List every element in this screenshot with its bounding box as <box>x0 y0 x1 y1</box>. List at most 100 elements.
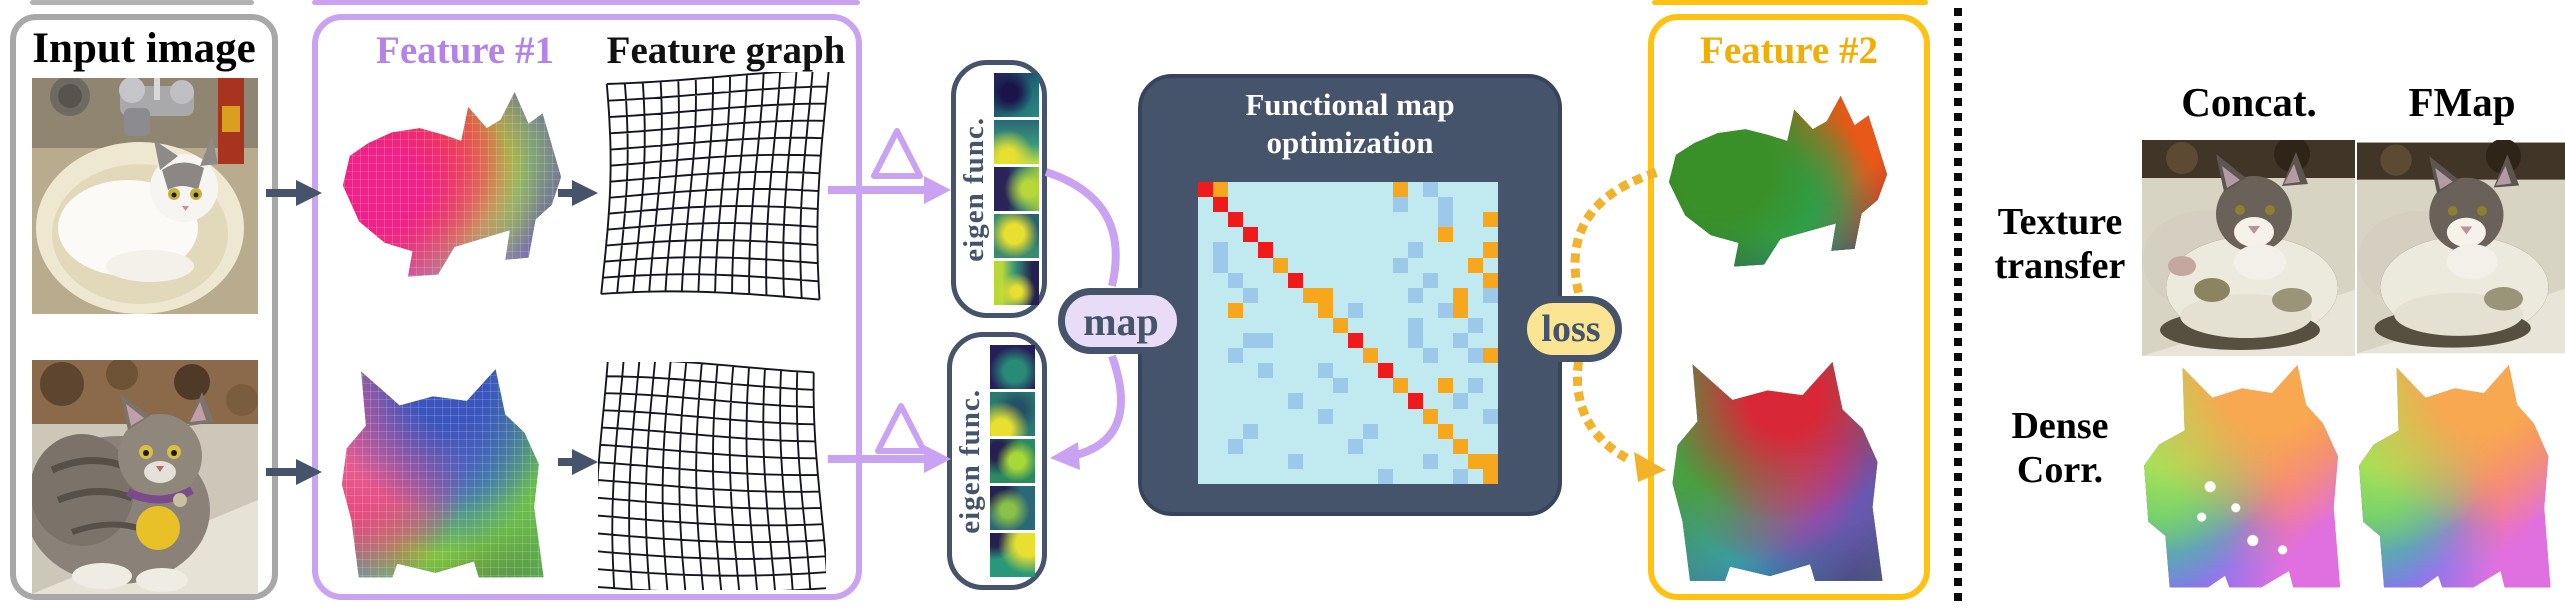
matrix-cell <box>1348 378 1363 393</box>
matrix-cell <box>1333 409 1348 424</box>
matrix-cell <box>1213 363 1228 378</box>
matrix-cell <box>1213 288 1228 303</box>
matrix-cell <box>1318 363 1333 379</box>
matrix-cell <box>1228 318 1243 333</box>
matrix-cell <box>1228 469 1243 484</box>
matrix-cell <box>1423 469 1438 484</box>
matrix-cell <box>1228 212 1243 228</box>
matrix-cell <box>1258 227 1273 242</box>
matrix-cell <box>1288 453 1303 469</box>
matrix-cell <box>1333 242 1348 257</box>
matrix-cell <box>1198 273 1213 288</box>
matrix-cell <box>1243 348 1258 363</box>
eigen-func-label-bottom: eigen func. <box>954 388 986 534</box>
matrix-cell <box>1468 242 1483 257</box>
eigen-func-label-top: eigen func. <box>958 116 990 262</box>
matrix-cell <box>1378 378 1393 393</box>
matrix-cell <box>1348 424 1363 439</box>
feature-graph-b <box>598 362 826 590</box>
matrix-cell <box>1198 288 1213 303</box>
matrix-cell <box>1288 212 1303 227</box>
matrix-cell <box>1378 348 1393 363</box>
matrix-cell <box>1198 409 1213 424</box>
matrix-cell <box>1363 197 1378 212</box>
matrix-cell <box>1243 469 1258 484</box>
matrix-cell <box>1483 333 1498 348</box>
functional-map-title: Functional map optimization <box>1245 87 1455 160</box>
matrix-cell <box>1408 333 1423 349</box>
matrix-cell <box>1213 242 1228 258</box>
matrix-cell <box>1333 197 1348 212</box>
matrix-cell <box>1438 273 1453 288</box>
matrix-cell <box>1228 409 1243 424</box>
matrix-cell <box>1423 439 1438 454</box>
matrix-cell <box>1438 197 1453 213</box>
matrix-cell <box>1303 333 1318 348</box>
matrix-cell <box>1318 273 1333 288</box>
matrix-cell <box>1468 409 1483 424</box>
matrix-cell <box>1438 182 1453 197</box>
matrix-cell <box>1213 469 1228 484</box>
matrix-cell <box>1273 227 1288 242</box>
matrix-cell <box>1363 409 1378 424</box>
matrix-cell <box>1213 257 1228 273</box>
matrix-cell <box>1393 197 1408 213</box>
matrix-cell <box>1423 272 1438 288</box>
matrix-cell <box>1228 333 1243 348</box>
matrix-cell <box>1333 227 1348 242</box>
matrix-cell <box>1468 303 1483 318</box>
matrix-cell <box>1438 302 1453 318</box>
matrix-cell <box>1333 424 1348 439</box>
matrix-cell <box>1213 227 1228 242</box>
matrix-cell <box>1318 469 1333 484</box>
matrix-cell <box>1378 333 1393 348</box>
matrix-cell <box>1333 393 1348 408</box>
matrix-cell <box>1228 227 1243 242</box>
matrix-cell <box>1258 454 1273 469</box>
matrix-cell <box>1408 378 1423 393</box>
matrix-cell <box>1393 303 1408 318</box>
crop-remnant-purple <box>312 0 860 5</box>
matrix-cell <box>1273 197 1288 212</box>
matrix-cell <box>1408 348 1423 363</box>
matrix-cell <box>1303 469 1318 484</box>
matrix-cell <box>1243 439 1258 454</box>
matrix-cell <box>1288 409 1303 424</box>
matrix-cell <box>1258 273 1273 288</box>
matrix-cell <box>1243 258 1258 273</box>
matrix-cell <box>1453 242 1468 257</box>
matrix-cell <box>1198 333 1213 348</box>
matrix-cell <box>1303 378 1318 393</box>
matrix-cell <box>1483 182 1498 197</box>
matrix-cell <box>1198 318 1213 333</box>
matrix-cell <box>1453 287 1468 303</box>
matrix-cell <box>1243 197 1258 212</box>
matrix-cell <box>1318 287 1333 303</box>
matrix-cell <box>1243 303 1258 318</box>
results-col-header-concat: Concat. <box>2181 79 2317 125</box>
dense-correspondence-concat-image <box>2144 365 2341 588</box>
matrix-cell <box>1348 182 1363 197</box>
matrix-cell <box>1378 424 1393 439</box>
matrix-cell <box>1483 408 1498 424</box>
matrix-cell <box>1258 409 1273 424</box>
matrix-cell <box>1348 197 1363 212</box>
matrix-cell <box>1453 363 1468 378</box>
matrix-cell <box>1438 318 1453 333</box>
matrix-cell <box>1438 333 1453 348</box>
matrix-cell <box>1288 348 1303 363</box>
matrix-cell <box>1363 182 1378 197</box>
matrix-cell <box>1438 439 1453 454</box>
matrix-cell <box>1273 257 1288 273</box>
matrix-cell <box>1453 227 1468 242</box>
matrix-cell <box>1243 363 1258 378</box>
matrix-cell <box>1483 468 1498 484</box>
matrix-cell <box>1393 439 1408 454</box>
matrix-cell <box>1318 227 1333 242</box>
matrix-cell <box>1273 182 1288 197</box>
matrix-cell <box>1303 454 1318 469</box>
matrix-cell <box>1483 453 1498 469</box>
matrix-cell <box>1438 409 1453 424</box>
matrix-cell <box>1423 212 1438 227</box>
matrix-cell <box>1303 424 1318 439</box>
